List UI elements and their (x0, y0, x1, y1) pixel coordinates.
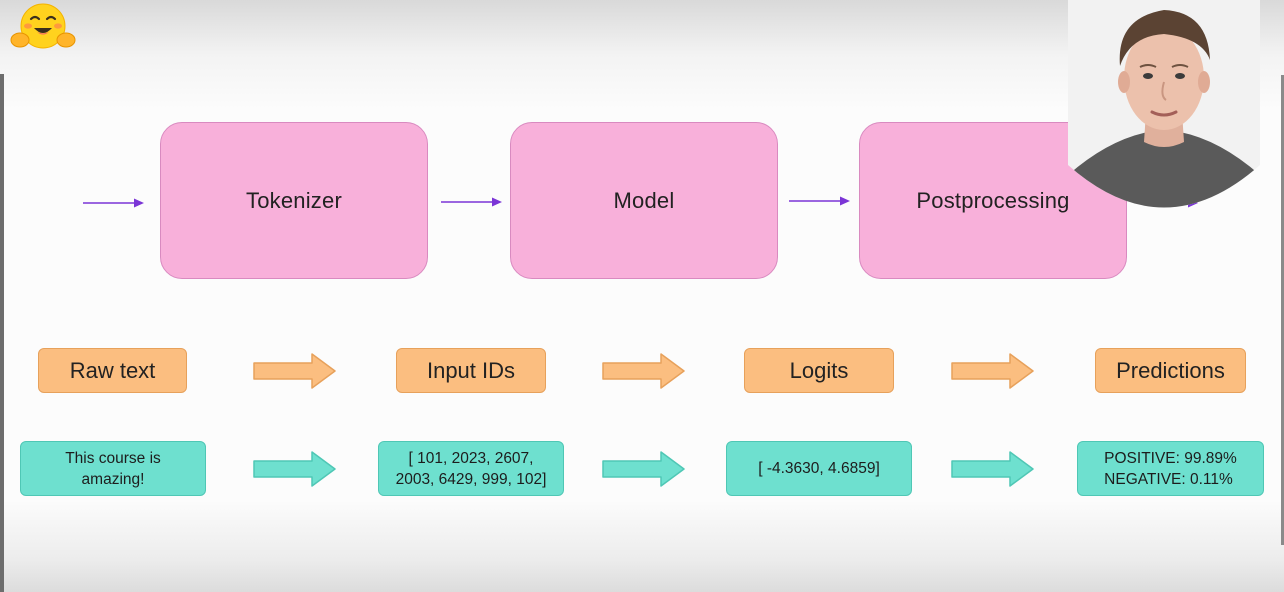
logits-label: Logits (789, 357, 849, 383)
orange-arrow-3 (951, 353, 1034, 389)
raw-text-label: Raw text (69, 357, 156, 383)
left-edge-bar (0, 74, 4, 592)
tokenizer-stage: Tokenizer (160, 122, 428, 279)
input-ids-value-box: [ 101, 2023, 2607, 2003, 6429, 999, 102] (378, 441, 564, 496)
input-ids-label-box: Input IDs (396, 348, 546, 393)
logits-label-box: Logits (744, 348, 894, 393)
right-edge-bar (1281, 75, 1284, 545)
model-to-postprocessing-arrow (789, 196, 850, 206)
predictions-value: POSITIVE: 99.89% NEGATIVE: 0.11% (1104, 449, 1237, 488)
orange-arrow-2 (602, 353, 685, 389)
tokenizer-stage-label: Tokenizer (246, 187, 342, 213)
teal-arrow-3 (951, 451, 1034, 487)
teal-arrow-1 (253, 451, 336, 487)
predictions-value-box: POSITIVE: 99.89% NEGATIVE: 0.11% (1077, 441, 1264, 496)
raw-text-value: This course is amazing! (65, 449, 161, 488)
model-stage: Model (510, 122, 778, 279)
input-ids-label: Input IDs (426, 357, 516, 383)
predictions-label-box: Predictions (1095, 348, 1246, 393)
logits-value: [ -4.3630, 4.6859] (758, 460, 880, 477)
teal-arrow-2 (602, 451, 685, 487)
input-ids-value: [ 101, 2023, 2607, 2003, 6429, 999, 102] (395, 449, 547, 488)
postprocessing-stage-label: Postprocessing (916, 187, 1070, 213)
predictions-label: Predictions (1116, 357, 1225, 383)
model-stage-label: Model (613, 187, 675, 213)
orange-arrow-1 (253, 353, 336, 389)
input-arrow (83, 198, 144, 208)
presenter-webcam-icon (1068, 0, 1260, 208)
raw-text-label-box: Raw text (38, 348, 187, 393)
tokenizer-to-model-arrow (441, 197, 502, 207)
logits-value-box: [ -4.3630, 4.6859] (726, 441, 912, 496)
raw-text-value-box: This course is amazing! (20, 441, 206, 496)
hugging-face-emoji-icon (10, 3, 76, 49)
